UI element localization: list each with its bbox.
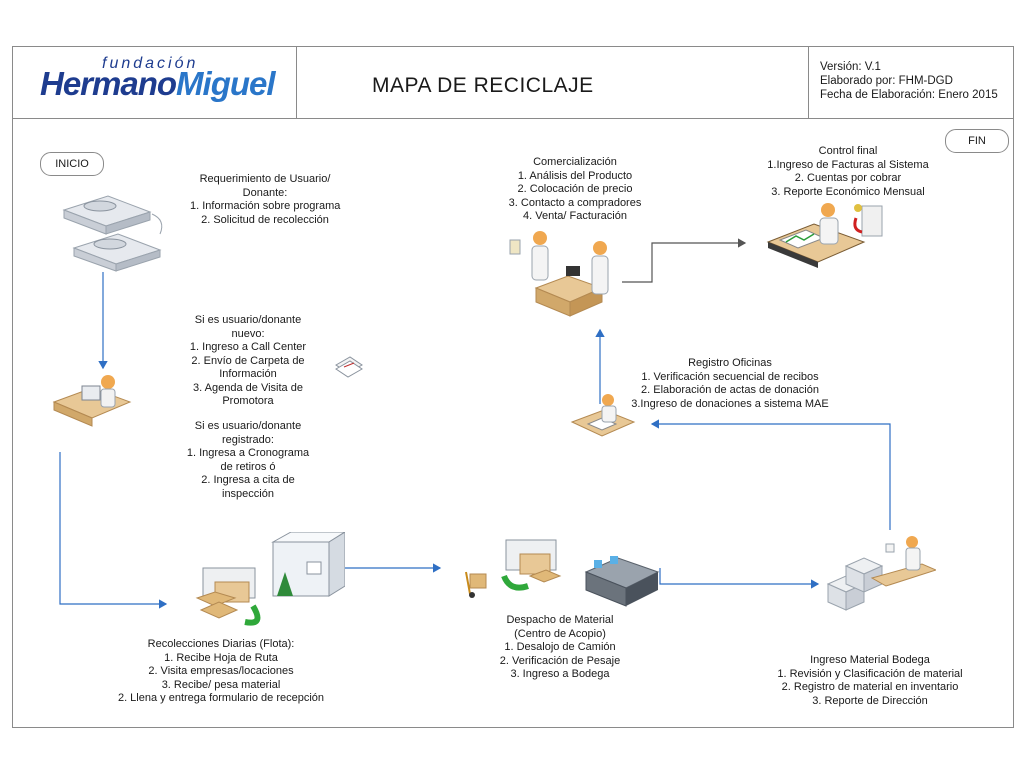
- logo-wordmark: HermanoMiguel: [40, 65, 276, 103]
- block-line: Donante:: [242, 186, 288, 199]
- boxes-worker-icon: [826, 536, 936, 611]
- block-line: 1. Desalojo de Camión: [504, 641, 616, 653]
- block-line: 3. Agenda de Visita de: [193, 381, 303, 394]
- block-ingreso-bodega: Ingreso Material Bodega 1. Revisión y Cl…: [770, 654, 970, 708]
- block-line: 3. Recibe/ pesa material: [161, 678, 281, 691]
- block-line: registrado:: [222, 433, 274, 446]
- block-despacho: Despacho de Material (Centro de Acopio) …: [490, 614, 630, 682]
- meta-date: Fecha de Elaboración: Enero 2015: [820, 89, 998, 101]
- arrow-dispatch-to-warehouse: [659, 568, 820, 589]
- block-line: 1. Verificación secuencial de recibos: [641, 370, 819, 383]
- block-line: 1. Recibe Hoja de Ruta: [164, 651, 278, 664]
- block-line: 3. Reporte Económico Mensual: [771, 185, 925, 198]
- logo-word-miguel: Miguel: [176, 65, 275, 102]
- block-line: Despacho de Material: [506, 614, 614, 626]
- block-usuario-registrado: Si es usuario/donante registrado: 1. Ing…: [178, 420, 318, 501]
- block-line: 2. Cuentas por cobrar: [794, 172, 902, 184]
- block-comercializacion: Comercialización 1. Análisis del Product…: [500, 156, 650, 224]
- block-line: 4. Venta/ Facturación: [523, 210, 627, 222]
- documents-icon: [335, 356, 363, 378]
- phones-icon: [62, 195, 163, 272]
- block-control-final: Control final 1.Ingreso de Facturas al S…: [758, 145, 938, 199]
- block-line: 2. Verificación de Pesaje: [499, 654, 621, 667]
- block-line: 1.Ingreso de Facturas al Sistema: [767, 158, 929, 171]
- operator-desk-icon: [52, 375, 132, 427]
- page-title: MAPA DE RECICLAJE: [372, 74, 594, 97]
- end-node: FIN: [945, 129, 1009, 153]
- block-line: 2. Envío de Carpeta de: [191, 354, 305, 367]
- arrow-operator-to-fleet: [59, 452, 168, 609]
- header-divider-left: [296, 46, 297, 118]
- warehouse-truck-icon: [501, 539, 660, 607]
- document-meta: Versión: V.1 Elaborado por: FHM-DGD Fech…: [820, 60, 998, 102]
- block-line: 3. Ingreso a Bodega: [510, 668, 610, 680]
- block-line: 2. Ingresa a cita de: [201, 474, 295, 486]
- block-line: Ingreso Material Bodega: [810, 654, 930, 666]
- logo-tagline: fundación: [102, 55, 199, 72]
- block-line: 1. Ingresa a Cronograma: [186, 447, 310, 459]
- block-line: 2. Llena y entrega formulario de recepci…: [117, 692, 325, 704]
- block-requerimiento: Requerimiento de Usuario/ Donante: 1. In…: [190, 173, 340, 227]
- block-line: inspección: [222, 487, 274, 500]
- block-line: nuevo:: [231, 327, 265, 340]
- hand-truck-icon: [465, 571, 487, 598]
- block-line: 2. Colocación de precio: [517, 183, 633, 195]
- block-line: 1. Información sobre programa: [190, 200, 341, 212]
- meta-version: Versión: V.1: [820, 61, 881, 73]
- header-divider-right: [808, 46, 809, 118]
- diagram-frame: [12, 46, 1014, 728]
- block-line: (Centro de Acopio): [514, 627, 606, 640]
- block-line: 1. Análisis del Producto: [517, 169, 633, 182]
- block-line: Promotora: [222, 395, 274, 407]
- sales-people-icon: [509, 231, 609, 317]
- block-line: Registro Oficinas: [688, 357, 772, 369]
- logo: fundación HermanoMiguel: [40, 55, 290, 107]
- block-line: Si es usuario/donante: [194, 420, 302, 432]
- arrow-sales-to-control: [622, 238, 747, 283]
- block-usuario-nuevo: Si es usuario/donante nuevo: 1. Ingreso …: [178, 314, 318, 409]
- office-clerk-icon: [570, 394, 636, 437]
- block-line: Requerimiento de Usuario/: [199, 173, 331, 185]
- block-line: 2. Registro de material en inventario: [781, 681, 959, 693]
- arrow-warehouse-to-office: [650, 419, 891, 530]
- block-line: 3.Ingreso de donaciones a sistema MAE: [631, 397, 829, 410]
- block-registro-oficinas: Registro Oficinas 1. Verificación secuen…: [630, 357, 830, 411]
- block-line: Comercialización: [533, 156, 617, 168]
- logo-word-hermano: Hermano: [40, 65, 177, 102]
- block-line: 1. Revisión y Clasificación de material: [777, 667, 963, 680]
- block-line: Si es usuario/donante: [194, 314, 302, 326]
- block-line: Recolecciones Diarias (Flota):: [147, 638, 295, 650]
- block-line: 2. Elaboración de actas de donación: [641, 384, 819, 396]
- meta-author: Elaborado por: FHM-DGD: [820, 75, 953, 87]
- block-line: 3. Contacto a compradores: [508, 196, 642, 209]
- block-recolecciones: Recolecciones Diarias (Flota): 1. Recibe…: [114, 638, 328, 706]
- block-line: Información: [219, 368, 277, 380]
- block-line: 1. Ingreso a Call Center: [189, 341, 307, 353]
- block-line: 2. Visita empresas/locaciones: [148, 665, 294, 677]
- accounting-desk-icon: [766, 203, 883, 268]
- block-line: de retiros ó: [220, 460, 276, 473]
- block-line: Control final: [818, 145, 878, 157]
- header-divider: [12, 118, 1014, 119]
- start-node: INICIO: [40, 152, 104, 176]
- block-line: 3. Reporte de Dirección: [812, 694, 928, 707]
- block-line: 2. Solicitud de recolección: [201, 213, 329, 226]
- truck-building-icon: [195, 532, 345, 626]
